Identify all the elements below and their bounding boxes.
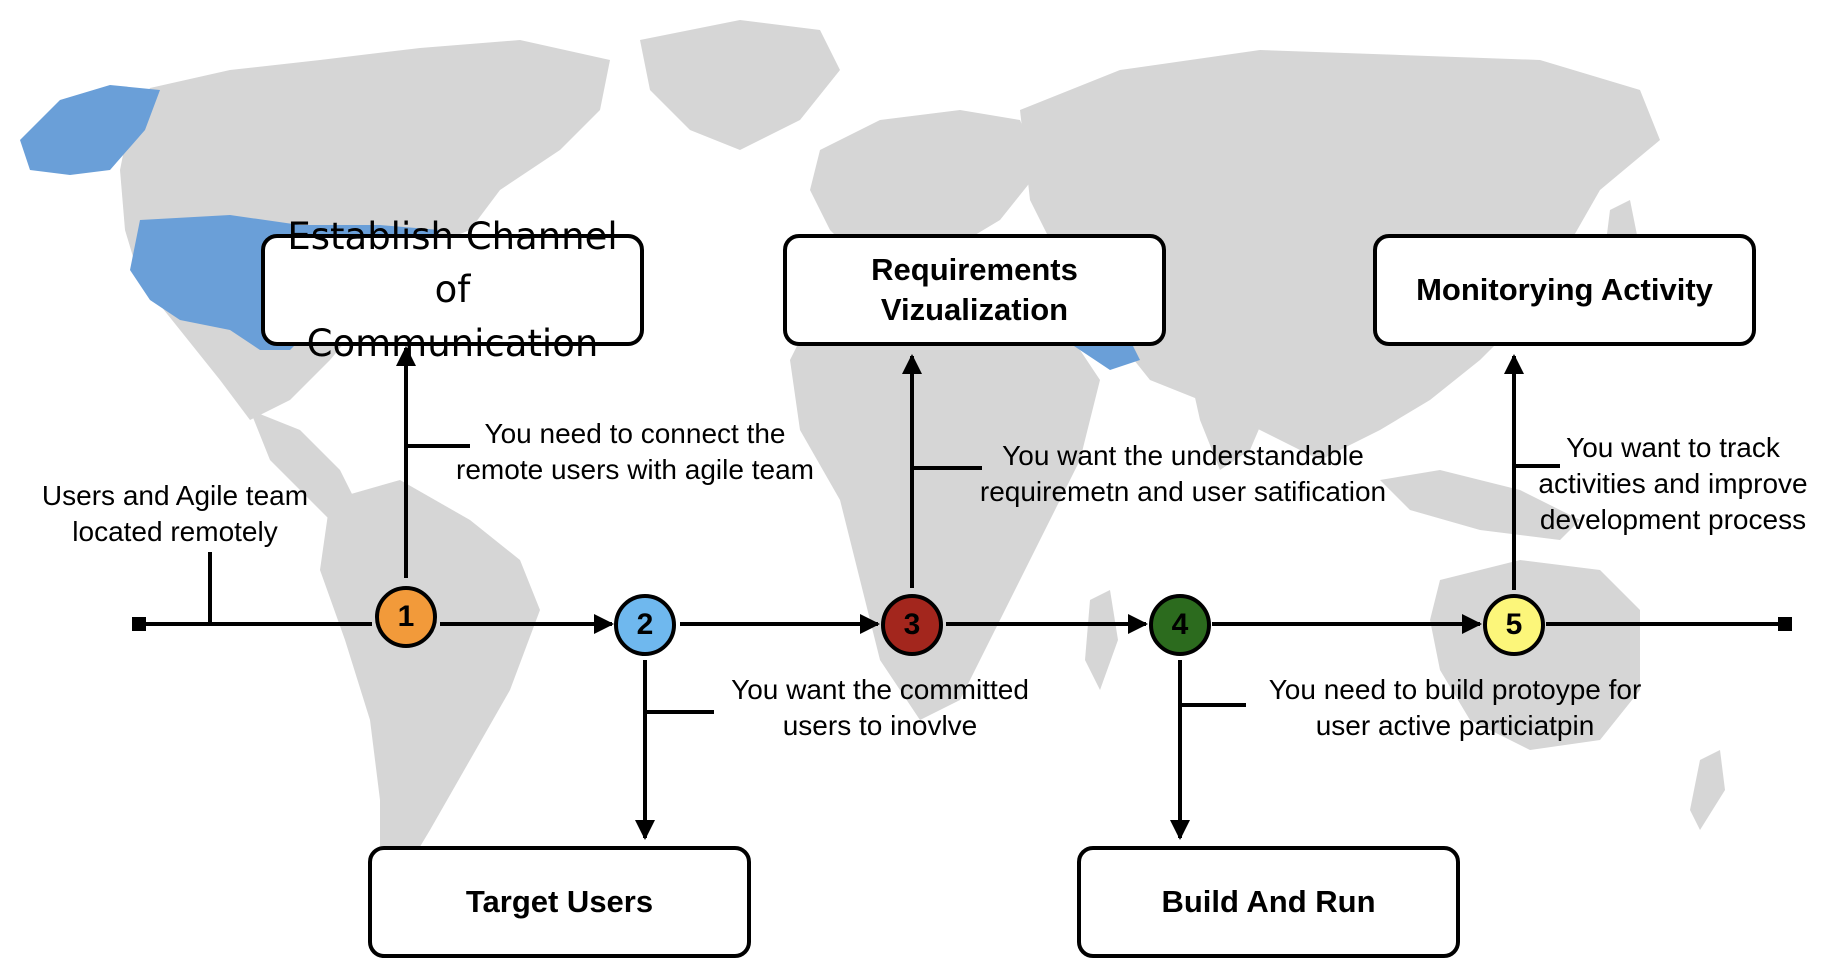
step-5-note: You want to track activities and improve…: [1538, 432, 1808, 535]
step-node-4: 4: [1149, 594, 1211, 656]
continent-madagascar: [1085, 590, 1118, 690]
step-node-3: 3: [881, 594, 943, 656]
continent-south-america: [320, 480, 540, 880]
step-node-1: 1: [375, 586, 437, 648]
continent-indonesia: [1380, 470, 1580, 540]
timeline-end-marker: [1778, 617, 1792, 631]
highlight-alaska: [20, 85, 160, 175]
box-target-users: Target Users: [368, 846, 751, 958]
box-requirements-visualization: Requirements Vizualization: [783, 234, 1166, 346]
continent-greenland: [640, 20, 840, 150]
continent-africa: [790, 280, 1100, 720]
step-3-note: You want the understandable requiremetn …: [979, 440, 1387, 507]
continent-europe: [810, 110, 1040, 270]
step-1-note: You need to connect the remote users wit…: [456, 418, 814, 485]
box-establish-channel: Establish Channel of Communication: [261, 215, 644, 365]
continent-new-zealand: [1690, 750, 1725, 830]
box-monitoring-activity-label: Monitorying Activity: [1416, 271, 1713, 307]
box-requirements-visualization-label: Requirements Vizualization: [871, 251, 1078, 327]
continent-australia: [1430, 560, 1640, 750]
step-2-note: You want the committed users to inovlve: [731, 674, 1029, 741]
step-node-2: 2: [614, 594, 676, 656]
continent-asia: [1020, 50, 1660, 460]
step-node-5: 5: [1483, 594, 1545, 656]
box-build-and-run: Build And Run: [1077, 846, 1460, 958]
step-4-note: You need to build protoype for user acti…: [1268, 674, 1642, 741]
box-target-users-label: Target Users: [465, 883, 654, 919]
box-build-and-run-label: Build And Run: [1161, 883, 1376, 919]
box-establish-channel-label: Establish Channel of Communication: [287, 214, 618, 365]
continent-india: [1180, 330, 1280, 470]
continent-central-america: [250, 410, 360, 520]
timeline-start-marker: [132, 617, 146, 631]
start-note: Users and Agile team located remotely: [41, 480, 309, 547]
box-monitoring-activity: Monitorying Activity: [1373, 234, 1756, 346]
